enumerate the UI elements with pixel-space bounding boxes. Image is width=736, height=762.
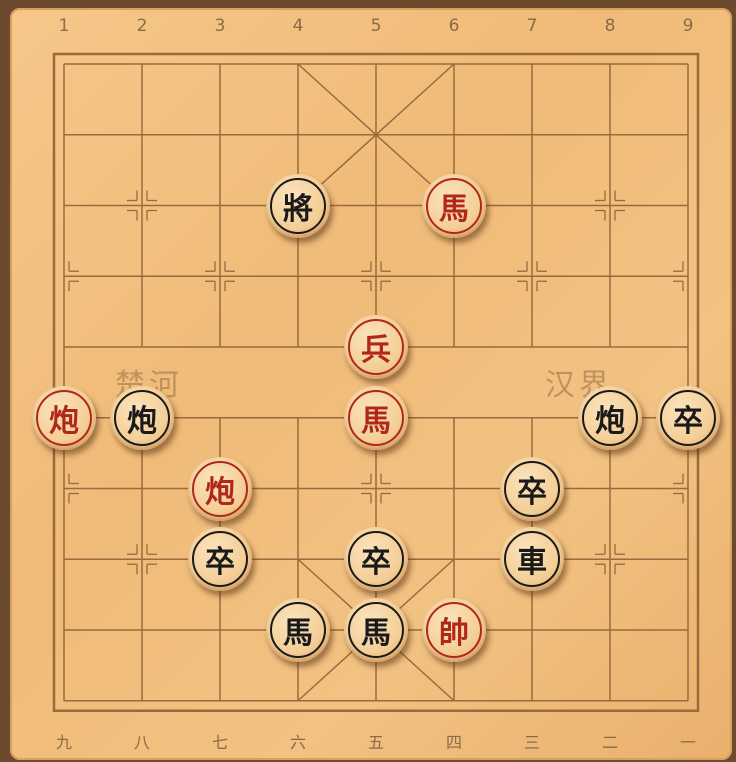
- piece-label: 炮: [192, 461, 248, 517]
- file-number-bottom: 一: [673, 729, 703, 753]
- red-piece[interactable]: 帥: [422, 598, 486, 662]
- file-number-bottom: 八: [127, 729, 157, 753]
- piece-label: 炮: [114, 390, 170, 446]
- file-number-bottom: 六: [283, 729, 313, 753]
- file-number-top: 3: [205, 16, 235, 36]
- file-number-top: 7: [517, 16, 547, 36]
- black-piece[interactable]: 將: [266, 174, 330, 238]
- file-number-bottom: 九: [49, 729, 79, 753]
- file-number-top: 2: [127, 16, 157, 36]
- black-piece[interactable]: 馬: [266, 598, 330, 662]
- file-number-bottom: 二: [595, 729, 625, 753]
- piece-label: 車: [504, 531, 560, 587]
- file-number-top: 1: [49, 16, 79, 36]
- piece-label: 帥: [426, 602, 482, 658]
- file-number-top: 9: [673, 16, 703, 36]
- piece-label: 將: [270, 178, 326, 234]
- file-number-top: 8: [595, 16, 625, 36]
- file-number-bottom: 三: [517, 729, 547, 753]
- red-piece[interactable]: 炮: [188, 457, 252, 521]
- piece-label: 卒: [192, 531, 248, 587]
- file-number-bottom: 五: [361, 729, 391, 753]
- piece-label: 兵: [348, 319, 404, 375]
- piece-label: 馬: [426, 178, 482, 234]
- file-number-top: 5: [361, 16, 391, 36]
- piece-label: 馬: [270, 602, 326, 658]
- piece-label: 馬: [348, 390, 404, 446]
- piece-label: 卒: [504, 461, 560, 517]
- piece-label: 卒: [348, 531, 404, 587]
- file-number-top: 4: [283, 16, 313, 36]
- file-number-bottom: 四: [439, 729, 469, 753]
- file-number-top: 6: [439, 16, 469, 36]
- black-piece[interactable]: 炮: [110, 386, 174, 450]
- black-piece[interactable]: 卒: [656, 386, 720, 450]
- piece-label: 炮: [582, 390, 638, 446]
- file-number-bottom: 七: [205, 729, 235, 753]
- black-piece[interactable]: 卒: [500, 457, 564, 521]
- red-piece[interactable]: 馬: [344, 386, 408, 450]
- black-piece[interactable]: 馬: [344, 598, 408, 662]
- black-piece[interactable]: 卒: [344, 527, 408, 591]
- piece-label: 卒: [660, 390, 716, 446]
- black-piece[interactable]: 炮: [578, 386, 642, 450]
- black-piece[interactable]: 卒: [188, 527, 252, 591]
- piece-label: 炮: [36, 390, 92, 446]
- black-piece[interactable]: 車: [500, 527, 564, 591]
- red-piece[interactable]: 馬: [422, 174, 486, 238]
- red-piece[interactable]: 炮: [32, 386, 96, 450]
- piece-label: 馬: [348, 602, 404, 658]
- red-piece[interactable]: 兵: [344, 315, 408, 379]
